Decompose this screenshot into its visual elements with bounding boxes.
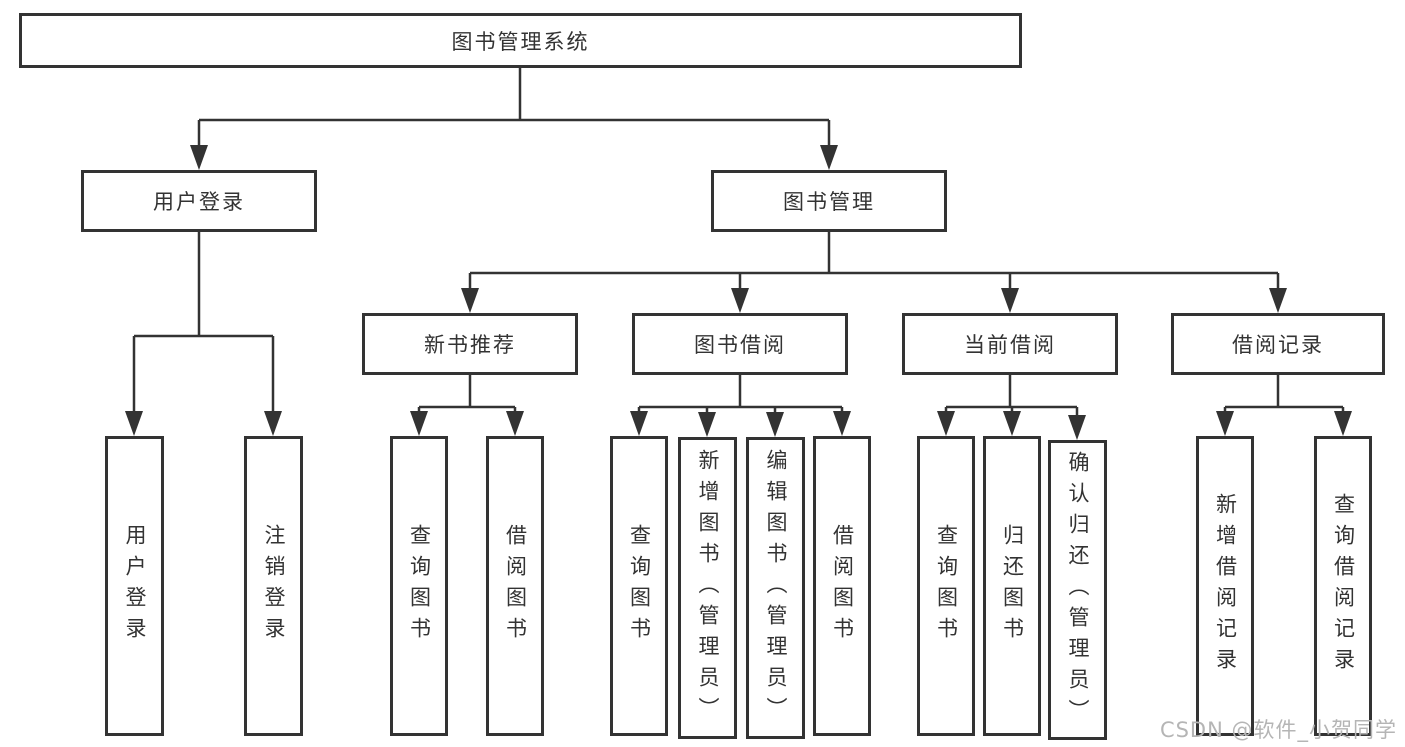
- arrowheads: [125, 145, 1352, 440]
- node-borrow-record: 借阅记录: [1171, 313, 1385, 375]
- leaf-query-book-recommend: 查询图书: [390, 436, 448, 736]
- leaf-return-book: 归还图书: [983, 436, 1041, 736]
- leaf-edit-book-admin: 编辑图书（管理员）: [746, 437, 805, 739]
- watermark: CSDN @软件_小贺同学: [1159, 718, 1397, 742]
- leaf-borrow-book-recommend: 借阅图书: [486, 436, 544, 736]
- leaf-add-borrow-record: 新增借阅记录: [1196, 436, 1254, 736]
- leaf-add-book-admin: 新增图书（管理员）: [678, 437, 737, 739]
- node-new-book-recommend: 新书推荐: [362, 313, 578, 375]
- node-root: 图书管理系统: [19, 13, 1022, 68]
- leaf-query-book-current: 查询图书: [917, 436, 975, 736]
- node-book-management: 图书管理: [711, 170, 947, 232]
- leaf-borrow-book: 借阅图书: [813, 436, 871, 736]
- leaf-confirm-return-admin: 确认归还（管理员）: [1048, 440, 1107, 740]
- leaf-query-borrow-record: 查询借阅记录: [1314, 436, 1372, 736]
- node-user-login: 用户登录: [81, 170, 317, 232]
- node-book-borrow: 图书借阅: [632, 313, 848, 375]
- leaf-query-book-borrow: 查询图书: [610, 436, 668, 736]
- leaf-logout-login: 注销登录: [244, 436, 303, 736]
- node-current-borrow: 当前借阅: [902, 313, 1118, 375]
- leaf-user-login: 用户登录: [105, 436, 164, 736]
